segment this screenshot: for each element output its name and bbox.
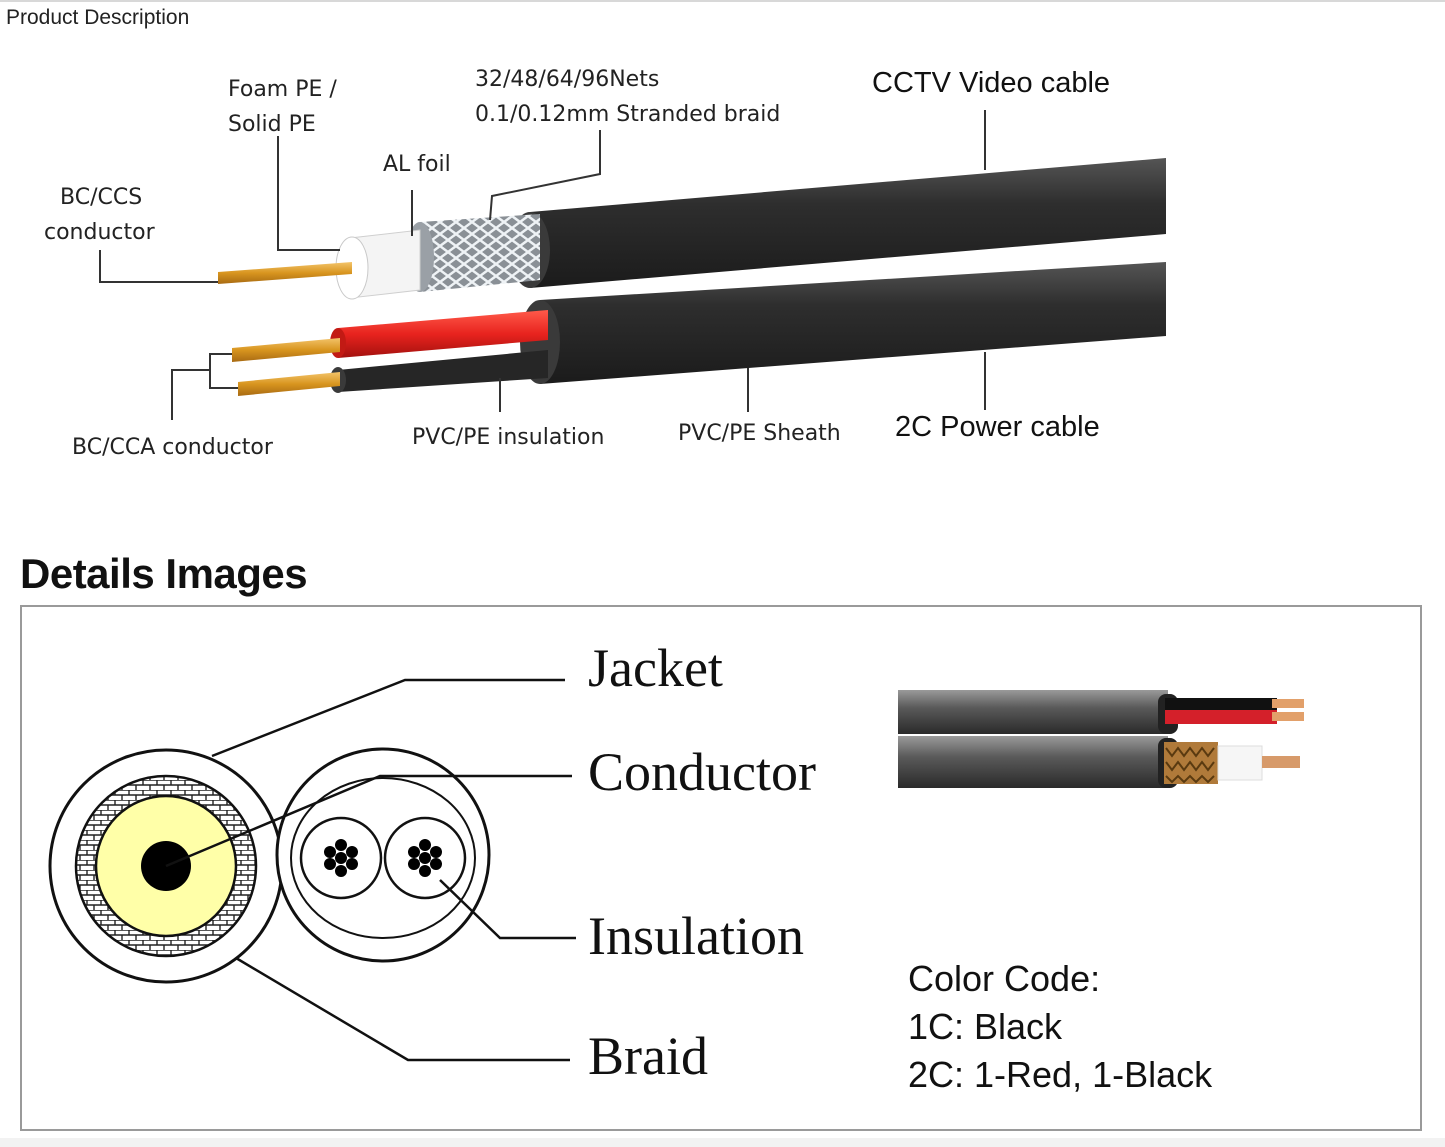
foam-label-2: Solid PE: [228, 112, 316, 137]
braid: [420, 214, 540, 292]
black-insulation: [338, 350, 548, 392]
color-code-line-1: 1C: Black: [908, 1006, 1063, 1047]
color-code-line-2: 2C: 1-Red, 1-Black: [908, 1054, 1213, 1095]
nets-label-2: 0.1/0.12mm Stranded braid: [475, 102, 780, 127]
nets-label-1: 32/48/64/96Nets: [475, 67, 659, 92]
bc-ccs-label-2: conductor: [44, 220, 156, 245]
power-cable-sheath: [540, 262, 1166, 384]
pvc-sheath-label: PVC/PE Sheath: [678, 421, 841, 446]
foam-label-1: Foam PE /: [228, 77, 337, 102]
color-code-title: Color Code:: [908, 958, 1101, 999]
pvc-insulation-label: PVC/PE insulation: [412, 425, 604, 450]
power-cable-label: 2C Power cable: [895, 411, 1100, 443]
color-code-block: Color Code: 1C: Black 2C: 1-Red, 1-Black: [908, 955, 1212, 1099]
al-foil-label: AL foil: [383, 152, 451, 177]
power-conductor-black: [238, 372, 340, 396]
cctv-label: CCTV Video cable: [872, 67, 1110, 99]
center-conductor: [218, 262, 352, 284]
video-cable-sheath: [530, 158, 1166, 288]
top-divider: [0, 0, 1445, 2]
details-frame: [20, 605, 1422, 1131]
power-conductor-red: [232, 338, 340, 362]
bc-ccs-label-1: BC/CCS: [60, 185, 142, 210]
bottom-strip: [0, 1138, 1445, 1147]
details-title: Details Images: [20, 550, 308, 597]
red-insulation: [338, 310, 548, 358]
bc-cca-label: BC/CCA conductor: [72, 435, 274, 460]
section-title: Product Description: [6, 6, 190, 29]
cable-illustration: Foam PE / Solid PE 32/48/64/96Nets 0.1/0…: [44, 67, 1166, 460]
